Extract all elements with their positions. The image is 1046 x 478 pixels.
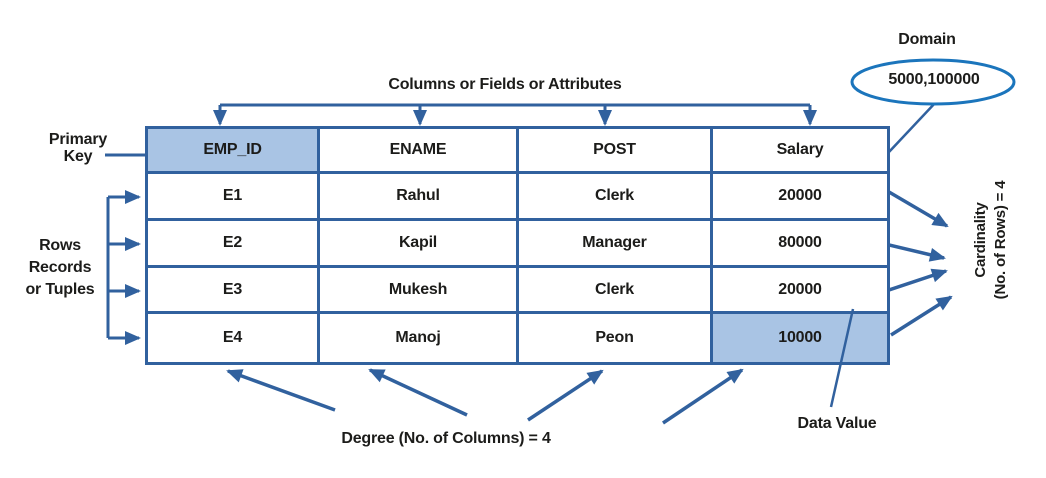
table-cell: Kapil — [320, 221, 519, 268]
data-value-label: Data Value — [797, 415, 877, 432]
table-cell: E4 — [148, 314, 320, 362]
domain-value-label: 5000,100000 — [888, 71, 980, 88]
table-cell: 20000 — [713, 268, 887, 314]
columns-bracket-arrows — [213, 103, 817, 126]
table-cell: E1 — [148, 174, 320, 221]
domain-connector — [888, 101, 937, 153]
primary-key-line2: Key — [63, 148, 93, 165]
primary-key-line1: Primary — [48, 131, 108, 148]
employee-table: EMP_ID ENAME POST Salary E1 Rahul Clerk … — [145, 126, 890, 365]
domain-label: Domain — [898, 31, 956, 48]
table-cell: Clerk — [519, 268, 713, 314]
table-cell: 80000 — [713, 221, 887, 268]
degree-label: Degree (No. of Columns) = 4 — [341, 430, 551, 447]
cardinality-line1: Cardinality — [972, 202, 989, 278]
table-cell: Manoj — [320, 314, 519, 362]
table-cell: 20000 — [713, 174, 887, 221]
table-cell: Rahul — [320, 174, 519, 221]
table-cell: Peon — [519, 314, 713, 362]
table-cell-data-value: 10000 — [713, 314, 887, 362]
cardinality-arrows — [888, 190, 953, 337]
table-cell: Mukesh — [320, 268, 519, 314]
rows-label-line1: Rows — [39, 237, 81, 254]
columns-fields-attributes-label: Columns or Fields or Attributes — [388, 76, 622, 93]
column-header-post: POST — [519, 129, 713, 174]
primary-key-label: Primary Key — [28, 131, 128, 165]
rows-label-line2: Records — [28, 259, 92, 276]
cardinality-label: Cardinality (No. of Rows) = 4 — [971, 160, 1011, 320]
table-cell: Manager — [519, 221, 713, 268]
cardinality-line2: (No. of Rows) = 4 — [992, 180, 1009, 300]
column-header-emp-id: EMP_ID — [148, 129, 320, 174]
column-header-salary: Salary — [713, 129, 887, 174]
rows-bracket-arrows — [106, 190, 141, 345]
table-cell: Clerk — [519, 174, 713, 221]
table-cell: E2 — [148, 221, 320, 268]
degree-arrows — [226, 368, 744, 425]
column-header-ename: ENAME — [320, 129, 519, 174]
table-cell: E3 — [148, 268, 320, 314]
rows-label-line3: or Tuples — [25, 281, 95, 298]
rows-records-tuples-label: Rows Records or Tuples — [10, 235, 110, 301]
